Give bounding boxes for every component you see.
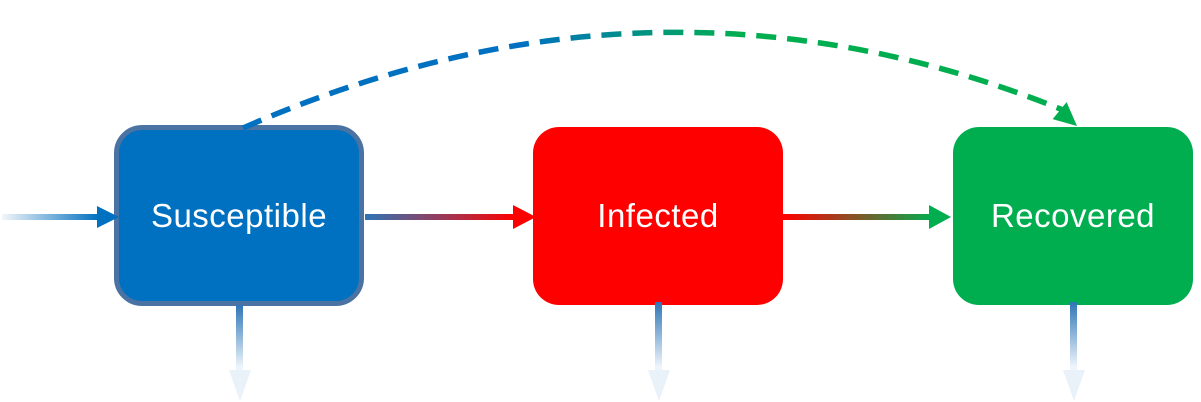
node-susceptible-label: Susceptible (150, 196, 328, 234)
inflow-arrow (2, 206, 119, 228)
recovered-outflow-arrow (1063, 302, 1085, 401)
susceptible-outflow-arrow (229, 305, 251, 401)
node-recovered-label: Recovered (990, 197, 1156, 234)
node-susceptible: Susceptible (114, 125, 364, 306)
node-recovered: Recovered (953, 127, 1193, 305)
susceptible-to-recovered-dashed-arc (241, 29, 1077, 131)
infected-to-recovered-arrow (783, 205, 951, 229)
susceptible-to-infected-arrow (365, 205, 536, 229)
node-infected-label: Infected (597, 197, 719, 234)
node-infected: Infected (533, 127, 783, 305)
infected-outflow-arrow (648, 302, 670, 401)
